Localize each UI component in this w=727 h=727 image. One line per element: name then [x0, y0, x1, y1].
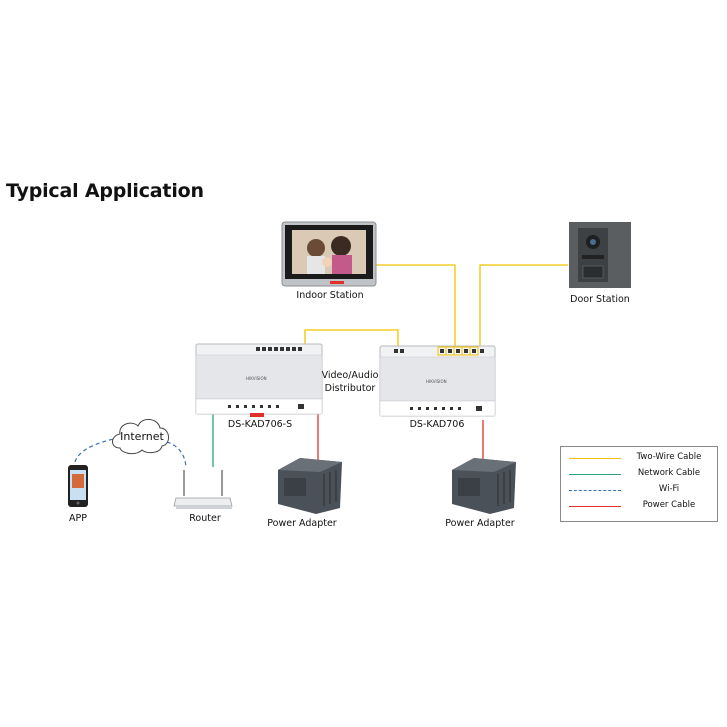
power-adapter-device-1 — [278, 458, 342, 514]
two-wire-cable-link — [304, 329, 399, 348]
legend-swatch-power — [569, 506, 621, 507]
brand-mark-s: HIKVISION — [246, 376, 267, 381]
router-device — [173, 470, 233, 509]
router-label: Router — [189, 513, 221, 524]
legend-label-network: Network Cable — [637, 468, 701, 478]
legend-swatch-wifi — [569, 490, 621, 491]
app-label: APP — [69, 513, 87, 524]
legend-item-two-wire: Two-Wire Cable — [569, 451, 714, 465]
brand-mark: HIKVISION — [426, 379, 447, 384]
indoor-station-label: Indoor Station — [296, 290, 364, 301]
distributor-ds-kad706-s: HIKVISION — [195, 343, 323, 417]
page-title: Typical Application — [6, 180, 204, 202]
legend-label-power: Power Cable — [642, 500, 696, 510]
door-station-device — [569, 222, 631, 288]
power-adapter-device-2 — [452, 458, 516, 514]
indoor-station-device — [281, 221, 377, 287]
internet-label: Internet — [120, 430, 164, 443]
two-wire-cable-indoor — [376, 264, 456, 348]
app-phone — [68, 465, 88, 507]
legend-item-network: Network Cable — [569, 467, 714, 481]
power-adapter-label-1: Power Adapter — [267, 518, 337, 529]
door-station-label: Door Station — [570, 294, 630, 305]
distributor-label-line1: Video/Audio — [321, 370, 379, 381]
ds-kad706-label: DS-KAD706 — [409, 419, 465, 430]
legend-label-wifi: Wi-Fi — [658, 484, 680, 494]
legend-swatch-network — [569, 474, 621, 475]
legend-item-power: Power Cable — [569, 499, 714, 513]
legend-swatch-two-wire — [569, 458, 621, 459]
distributor-ds-kad706: HIKVISION — [379, 345, 496, 417]
legend-label-two-wire: Two-Wire Cable — [636, 452, 702, 462]
power-adapter-label-2: Power Adapter — [445, 518, 515, 529]
two-wire-cable-door — [479, 264, 568, 348]
internet-cloud — [112, 419, 169, 455]
ds-kad706-s-label: DS-KAD706-S — [227, 419, 293, 430]
legend-item-wifi: Wi-Fi — [569, 483, 714, 497]
legend: Two-Wire Cable Network Cable Wi-Fi Power… — [560, 446, 718, 522]
distributor-label-line2: Distributor — [324, 383, 376, 394]
wifi-link-app — [74, 437, 119, 463]
